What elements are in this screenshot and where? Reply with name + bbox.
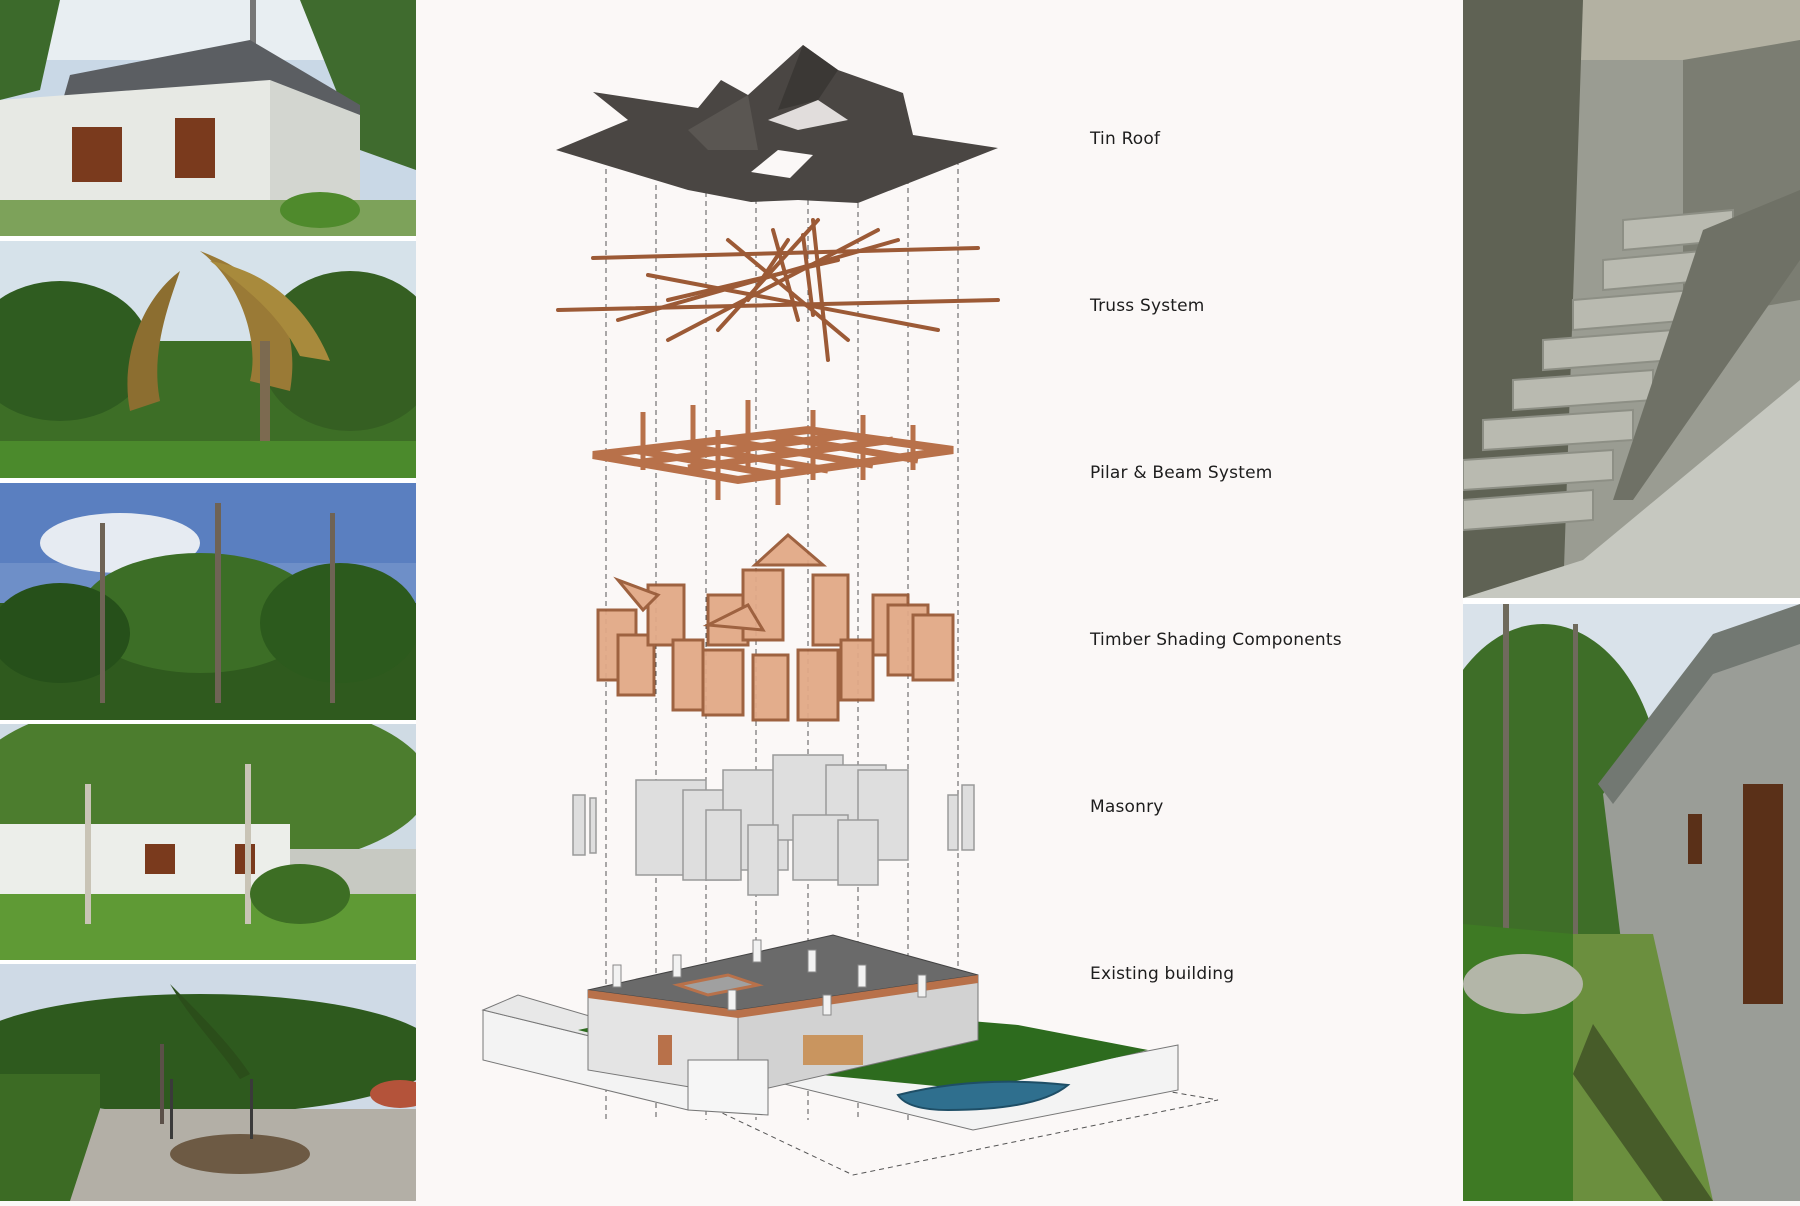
truss-system-layer — [556, 218, 1000, 362]
timber-shading-layer — [596, 532, 955, 722]
label-timber-shading: Timber Shading Components — [1090, 630, 1342, 650]
photo-rooftop-view — [0, 964, 416, 1201]
photo-tree-canopy — [0, 483, 416, 720]
photo-house-side-alley — [1463, 604, 1800, 1201]
existing-building-layer — [481, 934, 1219, 1176]
photo-existing-house-front — [0, 0, 416, 236]
label-masonry: Masonry — [1090, 797, 1164, 817]
label-truss-system: Truss System — [1090, 296, 1205, 316]
exploded-axonometric-diagram — [418, 0, 1461, 1201]
tin-roof-layer — [556, 45, 998, 203]
photo-garden-house — [0, 724, 416, 960]
label-existing-building: Existing building — [1090, 964, 1235, 984]
right-photo-column — [1463, 0, 1800, 1201]
masonry-layer — [572, 754, 975, 896]
label-tin-roof: Tin Roof — [1090, 129, 1161, 149]
pillar-beam-layer — [592, 400, 954, 505]
left-photo-column — [0, 0, 416, 1201]
photo-palm-garden — [0, 241, 416, 478]
photo-concrete-staircase — [1463, 0, 1800, 598]
label-pillar-beam-system: Pilar & Beam System — [1090, 463, 1273, 483]
